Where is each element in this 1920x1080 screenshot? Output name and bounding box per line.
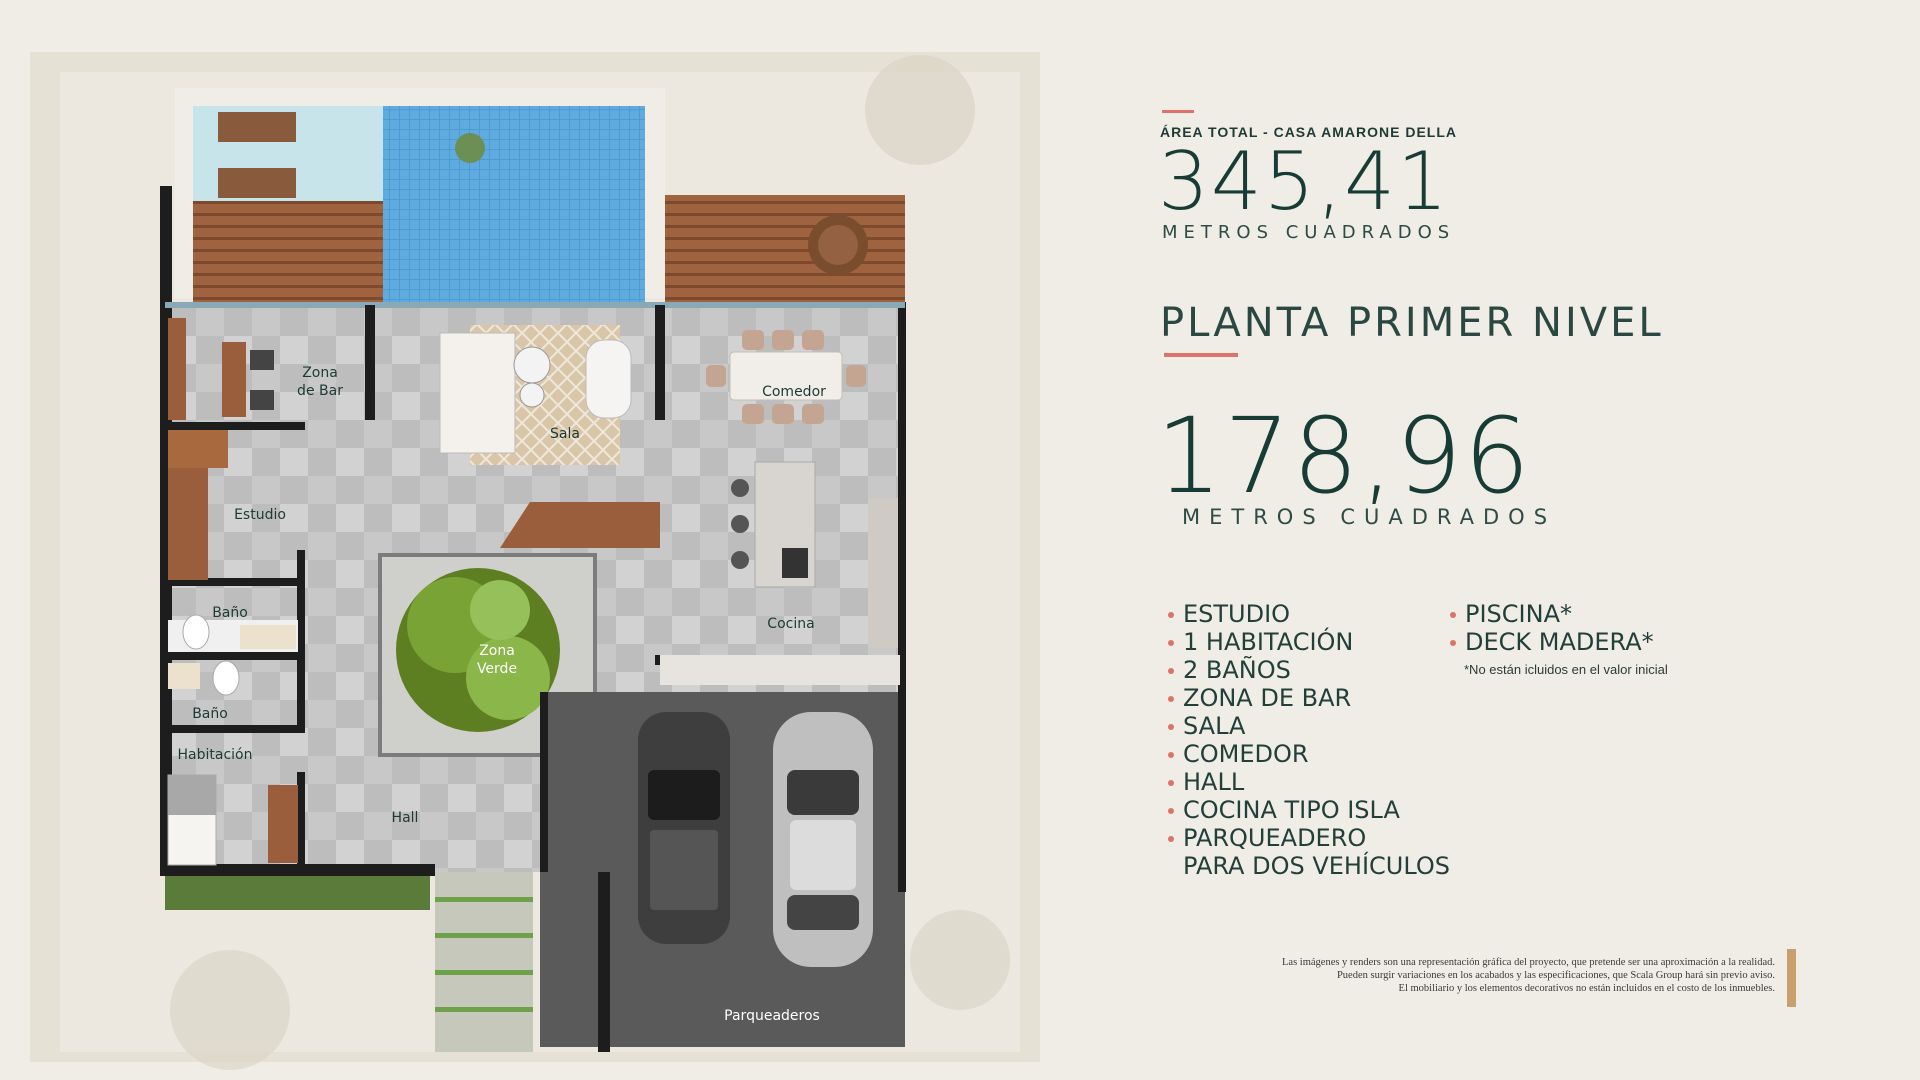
armchair [585,339,632,419]
total-area-value: 345,41 [1158,135,1450,228]
total-area-title: ÁREA TOTAL - CASA AMARONE DELLA [1160,124,1457,140]
kitchen-counter [868,498,898,648]
gold-accent-bar [1787,949,1796,1007]
feature-item: PISCINA* [1450,600,1654,628]
feature-item: COMEDOR [1168,740,1450,768]
floor-plan-drawing [30,52,1040,1070]
toilet [182,614,210,650]
garden-tree [910,910,1010,1010]
staircase [500,502,660,548]
disclaimer-line: Las imágenes y renders son una represent… [1282,957,1775,968]
coffee-table [513,346,551,384]
pool-ball [455,133,485,163]
bar-island [222,342,246,417]
feature-item: COCINA TIPO ISLA [1168,796,1450,824]
room-label-bathroom-1: Baño [212,604,248,621]
feature-item: SALA [1168,712,1450,740]
total-area-unit: METROS CUADRADOS [1162,222,1456,243]
level-area-unit: METROS CUADRADOS [1182,505,1557,529]
kitchen-counter-bottom [660,655,900,685]
room-label-kitchen: Cocina [767,615,815,632]
room-label-dining: Comedor [762,383,826,400]
bar-counter [168,318,186,420]
deck-left [193,201,383,302]
feature-item: 2 BAÑOS [1168,656,1450,684]
accent-line-top [1162,110,1194,113]
disclaimer-line: El mobiliario y los elementos decorativo… [1398,983,1775,994]
room-label-bedroom: Habitación [177,746,253,763]
room-label-green-zone: Zona Verde [476,642,518,677]
feature-item: DECK MADERA* [1450,628,1654,656]
room-label-parking: Parqueaderos [724,1007,820,1024]
feature-item: ESTUDIO [1168,600,1450,628]
level-area-value: 178,96 [1156,395,1532,517]
feature-item-continued: PARA DOS VEHÍCULOS [1183,852,1451,880]
garden-tree [170,950,290,1070]
pool [383,106,645,302]
toilet [212,660,240,696]
garden-tree [865,55,975,165]
room-label-bathroom-2: Baño [192,705,228,722]
level-title: PLANTA PRIMER NIVEL [1160,300,1664,346]
features-list-left: ESTUDIO 1 HABITACIÓN 2 BAÑOS ZONA DE BAR… [1168,600,1450,880]
feature-item: 1 HABITACIÓN [1168,628,1450,656]
room-label-study: Estudio [234,506,286,523]
features-list-right: PISCINA* DECK MADERA* [1450,600,1654,656]
disclaimer: Las imágenes y renders son una represent… [1100,956,1775,995]
room-label-living: Sala [550,425,580,442]
disclaimer-line: Pueden surgir variaciones en los acabado… [1336,970,1775,981]
info-panel: ÁREA TOTAL - CASA AMARONE DELLA 345,41 M… [1156,100,1860,1000]
sun-lounger [218,168,296,198]
feature-item: HALL [1168,768,1450,796]
cooktop [782,548,808,578]
sofa [439,332,516,454]
feature-item: PARQUEADERO [1168,824,1450,852]
wardrobe [268,785,298,863]
accent-line-level [1164,353,1238,357]
room-label-bar: Zona de Bar [297,364,343,399]
floor-plan: Zona de Bar Sala Comedor Estudio Baño Ba… [30,52,1040,1070]
room-label-hall: Hall [391,809,419,826]
hedge [165,876,430,910]
sun-lounger [218,112,296,142]
features-note: *No están icluidos en el valor inicial [1464,662,1668,677]
feature-item: ZONA DE BAR [1168,684,1450,712]
dining-table [729,351,843,401]
deck-right [665,195,905,302]
